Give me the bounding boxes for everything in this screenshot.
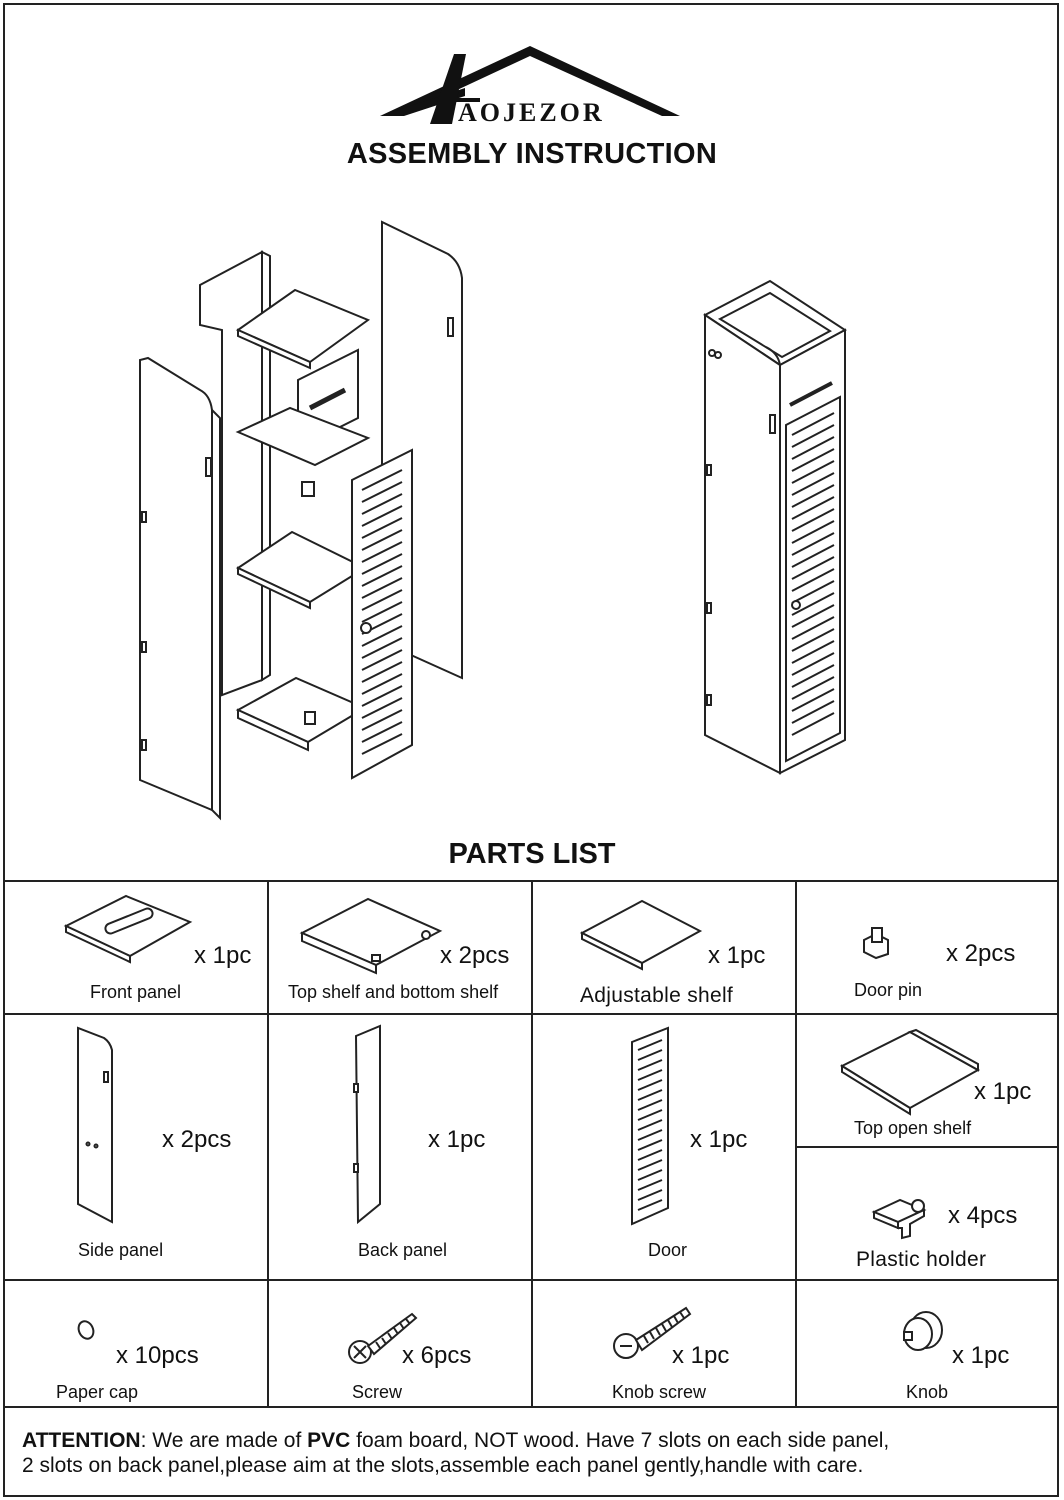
screw-icon [346, 1308, 420, 1366]
attention-note: ATTENTION: We are made of PVC foam board… [22, 1428, 1042, 1478]
part-qty: x 10pcs [116, 1342, 199, 1369]
part-label: Knob [906, 1382, 949, 1402]
part-qty: x 1pc [708, 942, 766, 969]
part-label: Top open shelf [854, 1118, 972, 1138]
knob-screw-icon [612, 1300, 694, 1362]
part-label: Paper cap [56, 1382, 139, 1402]
part-label: Screw [352, 1382, 403, 1402]
attention-line-1: ATTENTION: We are made of PVC foam board… [22, 1428, 1042, 1453]
part-label: Adjustable shelf [580, 984, 734, 1007]
part-label: Knob screw [612, 1382, 707, 1402]
front-panel-icon [64, 890, 194, 970]
attention-lead: ATTENTION [22, 1429, 141, 1452]
part-qty: x 2pcs [162, 1126, 232, 1153]
part-label: Door pin [854, 980, 923, 1000]
part-qty: x 1pc [194, 942, 252, 969]
brand-name: AOJEZOR [458, 98, 605, 127]
knob-icon [898, 1308, 946, 1358]
attention-text: foam board, NOT wood. Have 7 slots on ea… [350, 1429, 890, 1452]
back-panel-icon [352, 1024, 388, 1226]
part-qty: x 1pc [428, 1126, 486, 1153]
door-pin-icon [860, 924, 896, 960]
parts-list-table [3, 880, 1059, 1408]
part-qty: x 2pcs [946, 940, 1016, 967]
document-frame [3, 3, 1059, 1497]
door-icon [628, 1026, 674, 1226]
part-qty: x 4pcs [948, 1202, 1018, 1229]
attention-line-2: 2 slots on back panel,please aim at the … [22, 1454, 864, 1477]
part-qty: x 1pc [672, 1342, 730, 1369]
top-open-shelf-icon [838, 1028, 983, 1116]
part-label: Back panel [358, 1240, 448, 1260]
plastic-holder-icon [870, 1194, 932, 1240]
paper-cap-icon [76, 1318, 96, 1342]
table-rule [795, 1146, 1059, 1148]
table-rule [795, 880, 797, 1408]
brand-logo [380, 46, 680, 124]
part-qty: x 1pc [690, 1126, 748, 1153]
assembled-cabinet-illustration [700, 275, 855, 780]
part-label: Top shelf and bottom shelf [288, 982, 499, 1002]
parts-list-title: PARTS LIST [448, 838, 616, 870]
attention-text: : We are made of [140, 1429, 308, 1452]
page-title: ASSEMBLY INSTRUCTION [346, 138, 718, 170]
exploded-view-illustration [130, 210, 490, 820]
attention-material: PVC [307, 1429, 351, 1452]
part-qty: x 1pc [974, 1078, 1032, 1105]
part-qty: x 6pcs [402, 1342, 472, 1369]
part-label: Door [648, 1240, 688, 1260]
side-panel-icon [74, 1024, 118, 1226]
adjustable-shelf-icon [580, 897, 705, 972]
part-label: Side panel [78, 1240, 164, 1260]
part-qty: x 2pcs [440, 942, 510, 969]
table-rule [531, 880, 533, 1408]
shelf-icon [300, 893, 445, 978]
part-qty: x 1pc [952, 1342, 1010, 1369]
part-label: Plastic holder [856, 1248, 987, 1271]
table-rule [267, 880, 269, 1408]
part-label: Front panel [90, 982, 182, 1002]
